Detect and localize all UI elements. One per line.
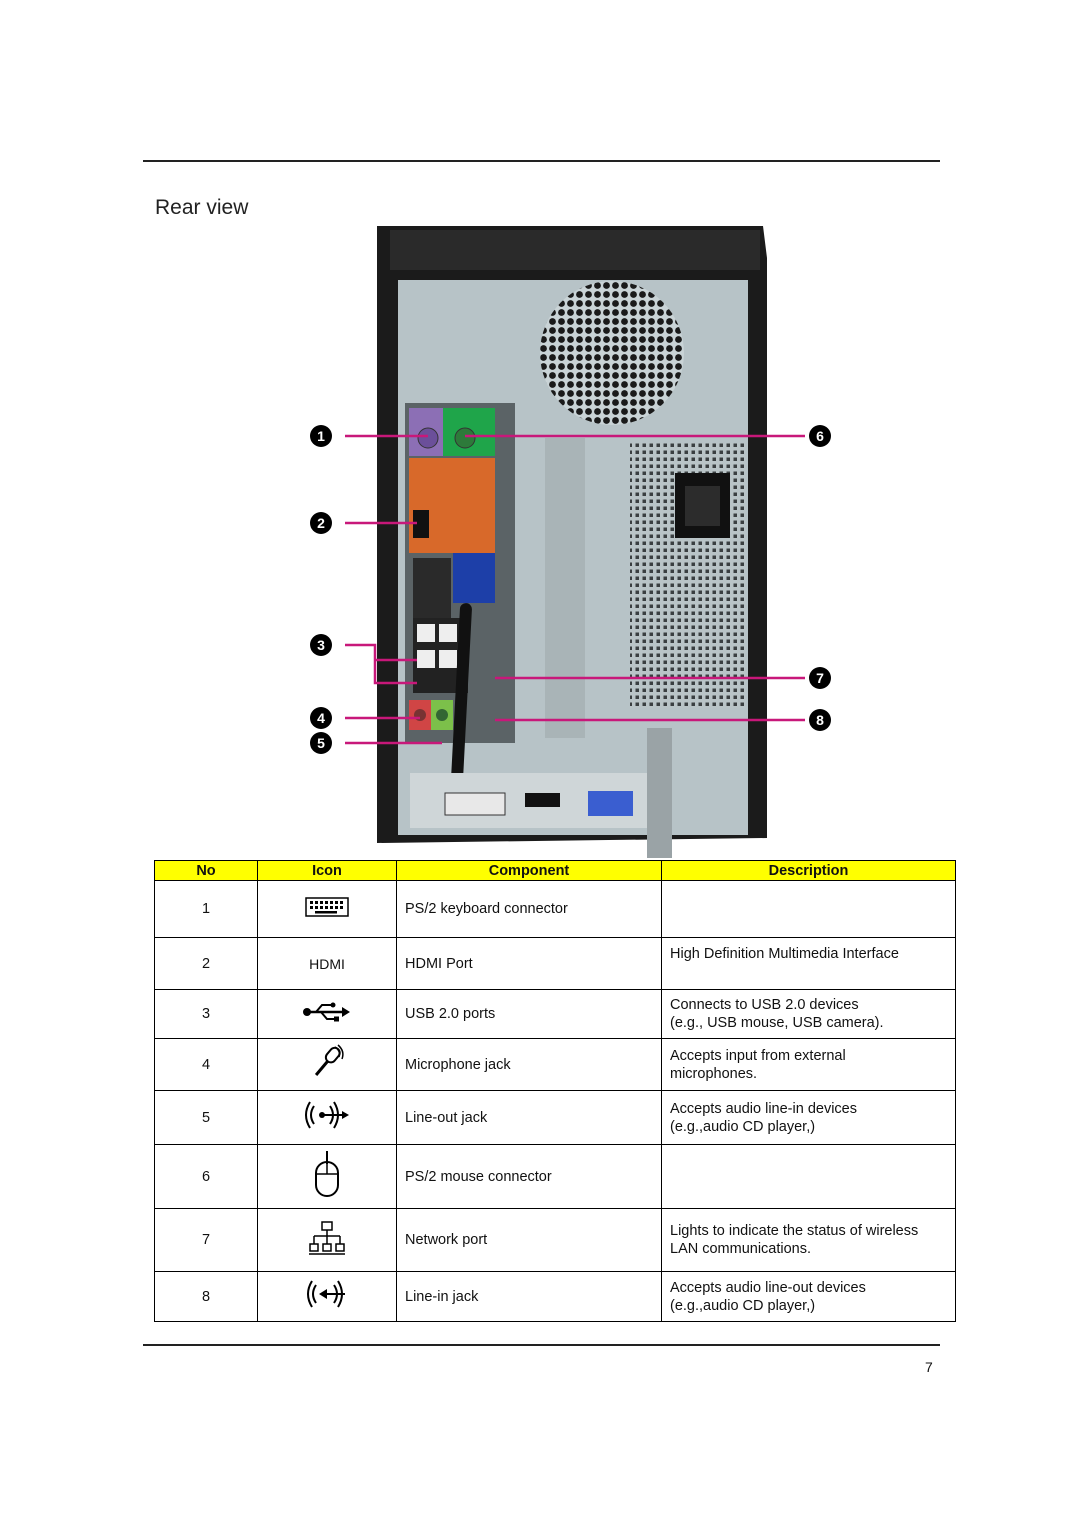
- row-component: Microphone jack: [396, 1038, 662, 1091]
- row-component: USB 2.0 ports: [396, 989, 662, 1039]
- row-component: PS/2 mouse connector: [396, 1144, 662, 1209]
- table-row: 1 PS/2 keyboard connector: [154, 880, 956, 938]
- table-row: 8 Line-in jack Accepts audio line-out de…: [154, 1271, 956, 1322]
- table-row: 4 Microphone jack Accepts input from ext…: [154, 1038, 956, 1091]
- row-no: 6: [154, 1144, 258, 1209]
- usb-icon: [303, 1002, 350, 1021]
- svg-text:8: 8: [816, 712, 824, 728]
- row-component: Network port: [396, 1208, 662, 1272]
- row-description: Accepts audio line-out devices (e.g.,aud…: [661, 1271, 956, 1322]
- header-icon: Icon: [257, 860, 397, 881]
- table-row: 2 HDMI HDMI Port High Definition Multime…: [154, 937, 956, 990]
- row-component: HDMI Port: [396, 937, 662, 990]
- header-rule: [143, 160, 940, 162]
- rear-view-photo: 1 2 3 4 5 6 7 8: [310, 226, 831, 858]
- table-header-row: No Icon Component Description: [154, 860, 956, 881]
- hdmi-icon-text: HDMI: [257, 937, 397, 990]
- component-table: No Icon Component Description 1 PS/2 key…: [154, 860, 956, 1322]
- row-component: PS/2 keyboard connector: [396, 880, 662, 938]
- header-description: Description: [661, 860, 956, 881]
- table-row: 6 PS/2 mouse connector: [154, 1144, 956, 1209]
- svg-text:1: 1: [317, 428, 325, 444]
- row-component: Line-in jack: [396, 1271, 662, 1322]
- row-no: 7: [154, 1208, 258, 1272]
- network-icon: [309, 1220, 345, 1255]
- svg-text:5: 5: [317, 735, 325, 751]
- header-no: No: [154, 860, 258, 881]
- row-no: 8: [154, 1271, 258, 1322]
- svg-text:7: 7: [816, 670, 824, 686]
- row-description: [661, 1144, 956, 1209]
- row-description: Lights to indicate the status of wireles…: [661, 1208, 956, 1272]
- microphone-icon: [314, 1044, 344, 1076]
- keyboard-icon: [305, 896, 349, 917]
- row-no: 1: [154, 880, 258, 938]
- mouse-icon: [315, 1151, 339, 1197]
- line-out-icon: [305, 1101, 349, 1129]
- svg-text:6: 6: [816, 428, 824, 444]
- table-row: 7 Network port Lights to indicate the st…: [154, 1208, 956, 1272]
- row-description: Accepts input from external microphones.: [661, 1038, 956, 1091]
- row-description: [661, 880, 956, 938]
- footer-rule: [143, 1344, 940, 1346]
- row-description: High Definition Multimedia Interface: [661, 937, 956, 990]
- row-description: Accepts audio line-in devices (e.g.,audi…: [661, 1090, 956, 1145]
- row-no: 4: [154, 1038, 258, 1091]
- header-component: Component: [396, 860, 662, 881]
- svg-text:4: 4: [317, 710, 325, 726]
- svg-text:2: 2: [317, 515, 325, 531]
- svg-text:3: 3: [317, 637, 325, 653]
- table-row: 3 USB 2.0 ports Connects to USB 2.0 devi…: [154, 989, 956, 1039]
- row-description: Connects to USB 2.0 devices (e.g., USB m…: [661, 989, 956, 1039]
- row-component: Line-out jack: [396, 1090, 662, 1145]
- line-in-icon: [307, 1280, 345, 1308]
- row-no: 2: [154, 937, 258, 990]
- page-number: 7: [925, 1359, 933, 1375]
- row-no: 3: [154, 989, 258, 1039]
- table-row: 5 Line-out jack Accepts audio line-in de…: [154, 1090, 956, 1145]
- row-no: 5: [154, 1090, 258, 1145]
- section-title: Rear view: [155, 196, 249, 219]
